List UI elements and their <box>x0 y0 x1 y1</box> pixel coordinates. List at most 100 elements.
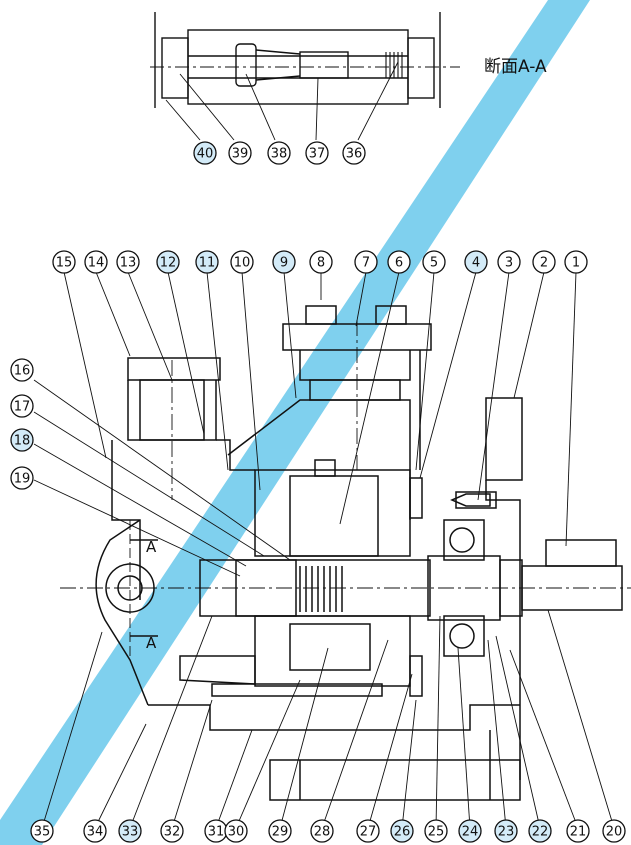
callout-number: 21 <box>570 825 587 840</box>
callout-circle <box>356 819 380 843</box>
callout-number: 3 <box>505 256 513 271</box>
callout-27: 27 <box>356 819 380 843</box>
callout-circle <box>602 819 626 843</box>
callout-14: 14 <box>84 250 108 274</box>
callout-9: 9 <box>272 250 296 274</box>
callout-circle <box>342 141 366 165</box>
pump-assembly <box>60 305 631 801</box>
callout-number: 15 <box>56 256 73 271</box>
callout-20: 20 <box>602 819 626 843</box>
callout-circle <box>422 250 446 274</box>
callout-22: 22 <box>528 819 552 843</box>
callout-5: 5 <box>422 250 446 274</box>
callout-number: 39 <box>232 147 249 162</box>
accent-stripe <box>0 0 590 845</box>
callout-number: 34 <box>87 825 104 840</box>
callout-circle <box>193 141 217 165</box>
callout-28: 28 <box>310 819 334 843</box>
callout-circle <box>52 250 76 274</box>
callout-30: 30 <box>224 819 248 843</box>
callout-37: 37 <box>305 141 329 165</box>
callout-number: 35 <box>34 825 51 840</box>
callout-circle <box>10 358 34 382</box>
callout-17: 17 <box>10 394 34 418</box>
callout-number: 23 <box>498 825 515 840</box>
section-marker-upper: A <box>146 538 157 556</box>
callout-39: 39 <box>228 141 252 165</box>
callout-35: 35 <box>30 819 54 843</box>
callout-number: 25 <box>428 825 445 840</box>
callout-number: 10 <box>234 256 251 271</box>
callout-circle <box>10 428 34 452</box>
callout-number: 24 <box>462 825 479 840</box>
callout-number: 28 <box>314 825 331 840</box>
callout-24: 24 <box>458 819 482 843</box>
callout-26: 26 <box>390 819 414 843</box>
callout-number: 11 <box>199 256 216 271</box>
callout-15: 15 <box>52 250 76 274</box>
callout-circle <box>228 141 252 165</box>
callout-circle <box>84 250 108 274</box>
callout-36: 36 <box>342 141 366 165</box>
callout-circle <box>267 141 291 165</box>
callout-circle <box>532 250 556 274</box>
callout-circle <box>310 819 334 843</box>
callout-number: 18 <box>14 434 31 449</box>
callout-number: 2 <box>540 256 548 271</box>
callout-number: 38 <box>271 147 288 162</box>
callout-number: 37 <box>309 147 326 162</box>
callout-13: 13 <box>116 250 140 274</box>
callout-8: 8 <box>309 250 333 274</box>
callout-number: 17 <box>14 400 31 415</box>
callout-16: 16 <box>10 358 34 382</box>
callout-29: 29 <box>268 819 292 843</box>
callout-number: 40 <box>197 147 214 162</box>
callout-circle <box>118 819 142 843</box>
callout-number: 33 <box>122 825 139 840</box>
callout-number: 30 <box>228 825 245 840</box>
callout-number: 7 <box>362 256 370 271</box>
callout-38: 38 <box>267 141 291 165</box>
callout-31: 31 <box>204 819 228 843</box>
callout-number: 22 <box>532 825 549 840</box>
callout-circle <box>116 250 140 274</box>
callout-40: 40 <box>193 141 217 165</box>
callout-number: 9 <box>280 256 288 271</box>
callout-25: 25 <box>424 819 448 843</box>
callout-circle <box>387 250 411 274</box>
callout-11: 11 <box>195 250 219 274</box>
callout-circle <box>424 819 448 843</box>
callout-number: 26 <box>394 825 411 840</box>
callout-circle <box>528 819 552 843</box>
callout-number: 12 <box>160 256 177 271</box>
leader-lines <box>33 271 615 829</box>
callout-circle <box>354 250 378 274</box>
callout-circle <box>309 250 333 274</box>
callout-circle <box>230 250 254 274</box>
callout-number: 1 <box>572 256 580 271</box>
callout-number: 6 <box>395 256 403 271</box>
callout-34: 34 <box>83 819 107 843</box>
callout-2: 2 <box>532 250 556 274</box>
callout-number: 8 <box>317 256 325 271</box>
callout-circle <box>497 250 521 274</box>
callout-33: 33 <box>118 819 142 843</box>
callout-circle <box>566 819 590 843</box>
callout-circle <box>160 819 184 843</box>
callout-3: 3 <box>497 250 521 274</box>
callout-circle <box>156 250 180 274</box>
section-title: 断面A-A <box>484 57 547 77</box>
callout-circle <box>494 819 518 843</box>
callout-7: 7 <box>354 250 378 274</box>
callout-circle <box>83 819 107 843</box>
callout-number: 36 <box>346 147 363 162</box>
callout-circle <box>30 819 54 843</box>
callout-23: 23 <box>494 819 518 843</box>
callout-number: 4 <box>472 256 480 271</box>
callout-circle <box>195 250 219 274</box>
callout-circle <box>458 819 482 843</box>
callout-circle <box>10 394 34 418</box>
callout-circle <box>564 250 588 274</box>
callout-circle <box>224 819 248 843</box>
section-marker-lower: A <box>146 634 157 652</box>
